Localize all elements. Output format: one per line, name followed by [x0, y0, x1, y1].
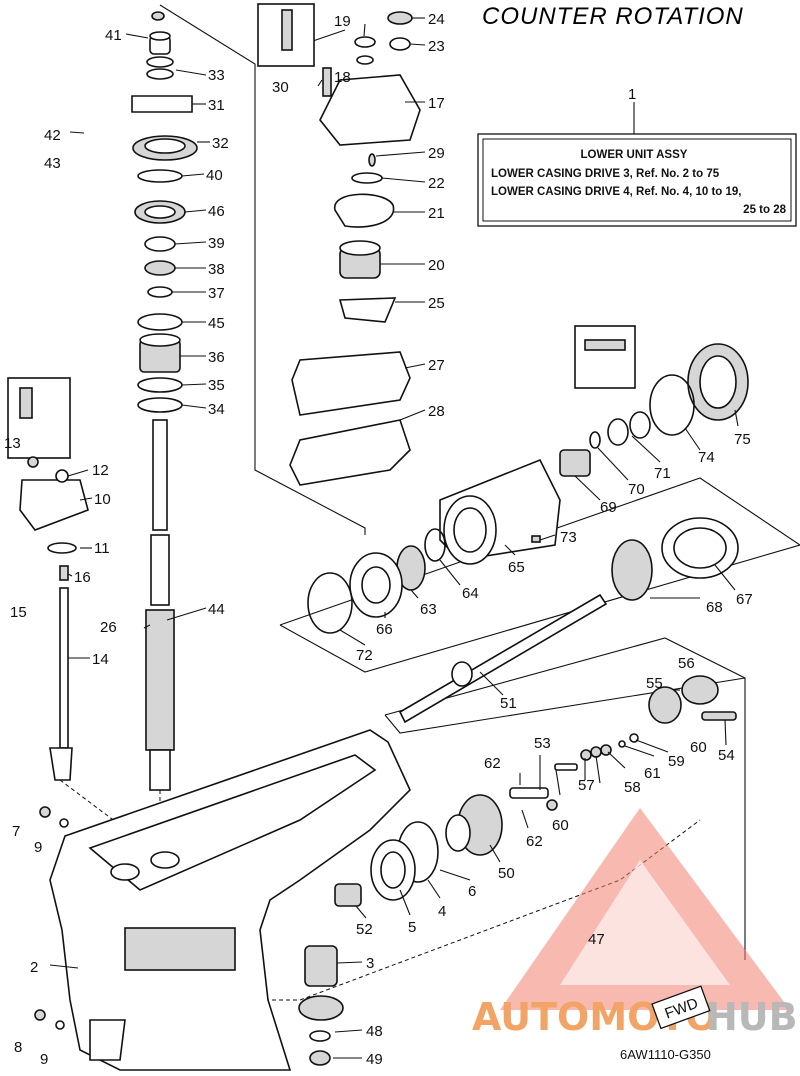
callout-42: 42 — [44, 127, 61, 144]
callout-31: 31 — [208, 97, 225, 114]
callout-labels: 41 33 31 42 43 32 40 46 39 38 37 45 36 3… — [4, 11, 753, 1068]
callout-29: 29 — [428, 145, 445, 162]
callout-18: 18 — [334, 69, 351, 86]
callout-9b: 9 — [40, 1051, 48, 1068]
callout-60b: 60 — [552, 817, 569, 834]
callout-11: 11 — [94, 540, 110, 557]
callout-65: 65 — [508, 559, 525, 576]
callout-70: 70 — [628, 481, 645, 498]
callout-2: 2 — [30, 959, 38, 976]
callout-61: 61 — [644, 765, 661, 782]
callout-37: 37 — [208, 285, 225, 302]
callout-17: 17 — [428, 95, 445, 112]
callout-56: 56 — [678, 655, 695, 672]
callout-67: 67 — [736, 591, 753, 608]
callout-55: 55 — [646, 675, 663, 692]
callout-14: 14 — [92, 651, 109, 668]
callout-23: 23 — [428, 38, 445, 55]
callout-10: 10 — [94, 491, 111, 508]
callout-24: 24 — [428, 11, 445, 28]
callout-71: 71 — [654, 465, 671, 482]
callout-63: 63 — [420, 601, 437, 618]
callout-48: 48 — [366, 1023, 383, 1040]
callout-13: 13 — [4, 435, 21, 452]
callout-62a: 62 — [484, 755, 501, 772]
shift-rod-assembly — [7, 377, 89, 781]
callout-68: 68 — [706, 599, 723, 616]
callout-40: 40 — [206, 167, 223, 184]
callout-27: 27 — [428, 357, 445, 374]
callout-75: 75 — [734, 431, 751, 448]
callout-32: 32 — [212, 135, 229, 152]
assembly-box-line3: 25 to 28 — [743, 204, 786, 216]
callout-45: 45 — [208, 315, 225, 332]
callout-58: 58 — [624, 779, 641, 796]
callout-30: 30 — [272, 79, 289, 96]
callout-69: 69 — [600, 499, 617, 516]
callout-49: 49 — [366, 1051, 383, 1068]
callout-1: 1 — [628, 86, 636, 103]
propeller-shaft-clutch — [298, 593, 737, 1066]
callout-54: 54 — [718, 747, 735, 764]
callout-5: 5 — [408, 919, 416, 936]
callout-21: 21 — [428, 205, 445, 222]
callout-62b: 62 — [526, 833, 543, 850]
callout-44: 44 — [208, 601, 225, 618]
drive-shaft-stack — [131, 11, 198, 791]
callout-36: 36 — [208, 349, 225, 366]
watermark: AUTOMOTO HUB FWD — [472, 808, 798, 1039]
callout-12: 12 — [92, 462, 109, 479]
drawing-code: 6AW1110-G350 — [620, 1047, 711, 1062]
callout-9a: 9 — [34, 839, 42, 856]
callout-22: 22 — [428, 175, 445, 192]
callout-26: 26 — [100, 619, 117, 636]
assembly-info-box: 1 LOWER UNIT ASSY LOWER CASING DRIVE 3, … — [477, 86, 797, 227]
callout-57: 57 — [578, 777, 595, 794]
callout-72: 72 — [356, 647, 373, 664]
callout-3: 3 — [366, 955, 374, 972]
callout-35: 35 — [208, 377, 225, 394]
callout-7: 7 — [12, 823, 20, 840]
callout-8: 8 — [14, 1039, 22, 1056]
callout-25: 25 — [428, 295, 445, 312]
callout-6: 6 — [468, 883, 476, 900]
callout-47: 47 — [588, 931, 605, 948]
callout-51: 51 — [500, 695, 517, 712]
callout-50: 50 — [498, 865, 515, 882]
callout-41: 41 — [105, 27, 122, 44]
callout-15: 15 — [10, 604, 27, 621]
callout-43: 43 — [44, 155, 61, 172]
callout-19: 19 — [334, 13, 351, 30]
callout-20: 20 — [428, 257, 445, 274]
callout-73: 73 — [560, 529, 577, 546]
callout-60a: 60 — [690, 739, 707, 756]
diagram-title: COUNTER ROTATION — [482, 3, 744, 30]
callout-34: 34 — [208, 401, 225, 418]
water-pump-assembly — [257, 3, 421, 486]
lower-casing-body — [34, 729, 411, 1071]
callout-38: 38 — [208, 261, 225, 278]
callout-4: 4 — [438, 903, 446, 920]
callout-39: 39 — [208, 235, 225, 252]
assembly-box-line1: LOWER CASING DRIVE 3, Ref. No. 2 to 75 — [491, 168, 720, 180]
callout-66: 66 — [376, 621, 393, 638]
callout-59: 59 — [668, 753, 685, 770]
callout-52: 52 — [356, 921, 373, 938]
assembly-box-line2: LOWER CASING DRIVE 4, Ref. No. 4, 10 to … — [491, 186, 742, 198]
callout-64: 64 — [462, 585, 479, 602]
callout-leaders — [49, 17, 739, 1059]
propeller-shaft-housing — [307, 325, 749, 634]
watermark-text-b: HUB — [706, 995, 798, 1039]
callout-28: 28 — [428, 403, 445, 420]
callout-53: 53 — [534, 735, 551, 752]
assembly-box-title: LOWER UNIT ASSY — [581, 149, 688, 161]
callout-16: 16 — [74, 569, 91, 586]
callout-74: 74 — [698, 449, 715, 466]
callout-33: 33 — [208, 67, 225, 84]
callout-46: 46 — [208, 203, 225, 220]
